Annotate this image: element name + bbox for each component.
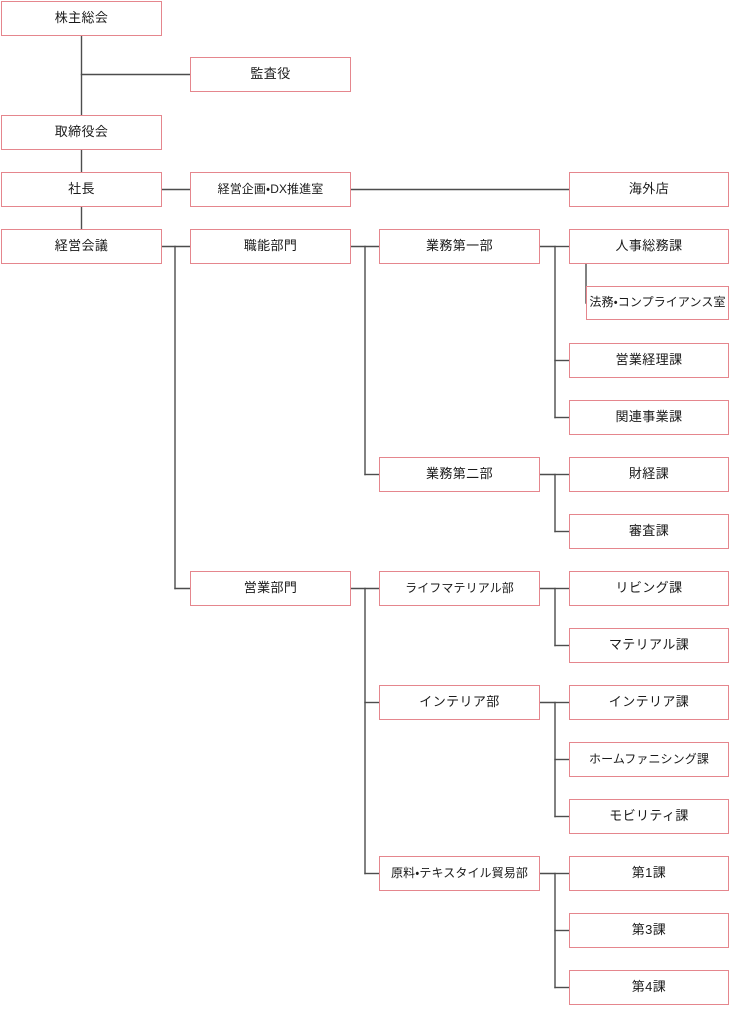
connector-ops1-trunk [539, 245, 556, 419]
org-node-label: 海外店 [628, 181, 670, 197]
org-node-label: 関連事業課 [615, 409, 683, 425]
org-node-label: ホームファニシング課 [589, 751, 709, 766]
org-node-affiliated[interactable]: 関連事業課 [569, 400, 729, 435]
org-node-sales_acct[interactable]: 営業経理課 [569, 343, 729, 378]
org-node-finance[interactable]: 財経課 [569, 457, 729, 492]
org-node-president[interactable]: 社長 [1, 172, 162, 207]
org-node-label: ライフマテリアル部 [405, 580, 514, 595]
org-node-mgmt_meeting[interactable]: 経営会議 [1, 229, 162, 264]
org-node-label: 法務・コンプライアンス室 [589, 295, 726, 310]
org-node-ops_dept1[interactable]: 業務第一部 [379, 229, 540, 264]
org-node-label: 審査課 [628, 523, 670, 539]
org-node-func_div[interactable]: 職能部門 [190, 229, 351, 264]
org-node-label: 営業部門 [243, 580, 298, 596]
org-node-label: インテリア部 [419, 694, 500, 710]
connector-interior-trunk [539, 701, 556, 818]
org-node-sales_div[interactable]: 営業部門 [190, 571, 351, 606]
org-node-label: 第3課 [631, 922, 667, 938]
org-node-label: 第1課 [631, 865, 667, 881]
org-node-label: 人事総務課 [615, 238, 683, 254]
org-node-board[interactable]: 取締役会 [1, 115, 162, 150]
connector-ops2-trunk [539, 473, 556, 533]
org-node-label: 原料・テキスタイル貿易部 [391, 865, 528, 880]
org-node-overseas[interactable]: 海外店 [569, 172, 729, 207]
org-node-lifematerial[interactable]: ライフマテリアル部 [379, 571, 540, 606]
org-node-homefurn[interactable]: ホームファニシング課 [569, 742, 729, 777]
org-node-label: 財経課 [628, 466, 670, 482]
org-node-ops_dept2[interactable]: 業務第二部 [379, 457, 540, 492]
org-node-hr_general[interactable]: 人事総務課 [569, 229, 729, 264]
org-node-interior_d[interactable]: インテリア部 [379, 685, 540, 720]
org-node-label: 職能部門 [243, 238, 298, 254]
connector-lifemat-trunk [539, 587, 556, 647]
org-node-material[interactable]: マテリアル課 [569, 628, 729, 663]
org-node-mobility[interactable]: モビリティ課 [569, 799, 729, 834]
org-node-label: 業務第一部 [425, 238, 493, 254]
org-node-interior_s[interactable]: インテリア課 [569, 685, 729, 720]
org-node-label: モビリティ課 [609, 808, 689, 824]
org-node-auditor[interactable]: 監査役 [190, 57, 351, 92]
org-node-label: 監査役 [250, 66, 291, 82]
org-node-label: 社長 [68, 181, 95, 197]
org-node-label: マテリアル課 [608, 637, 690, 653]
org-node-sec3[interactable]: 第3課 [569, 913, 729, 948]
org-node-label: リビング課 [615, 580, 683, 596]
org-node-sec4[interactable]: 第4課 [569, 970, 729, 1005]
org-node-label: 取締役会 [54, 124, 109, 140]
org-node-textile[interactable]: 原料・テキスタイル貿易部 [379, 856, 540, 891]
org-node-shareholders[interactable]: 株主総会 [1, 1, 162, 36]
org-node-label: 経営企画・DX推進室 [217, 181, 324, 196]
org-node-label: 第4課 [631, 979, 667, 995]
org-node-label: 株主総会 [54, 10, 109, 26]
org-node-living[interactable]: リビング課 [569, 571, 729, 606]
org-node-label: 経営会議 [54, 238, 109, 254]
org-node-label: インテリア課 [608, 694, 690, 710]
connector-textile-trunk [539, 872, 556, 989]
org-node-label: 営業経理課 [615, 352, 683, 368]
org-node-sec1[interactable]: 第1課 [569, 856, 729, 891]
org-node-planning[interactable]: 経営企画・DX推進室 [190, 172, 351, 207]
org-node-legal[interactable]: 法務・コンプライアンス室 [586, 286, 729, 320]
org-node-label: 業務第二部 [425, 466, 493, 482]
org-node-screening[interactable]: 審査課 [569, 514, 729, 549]
